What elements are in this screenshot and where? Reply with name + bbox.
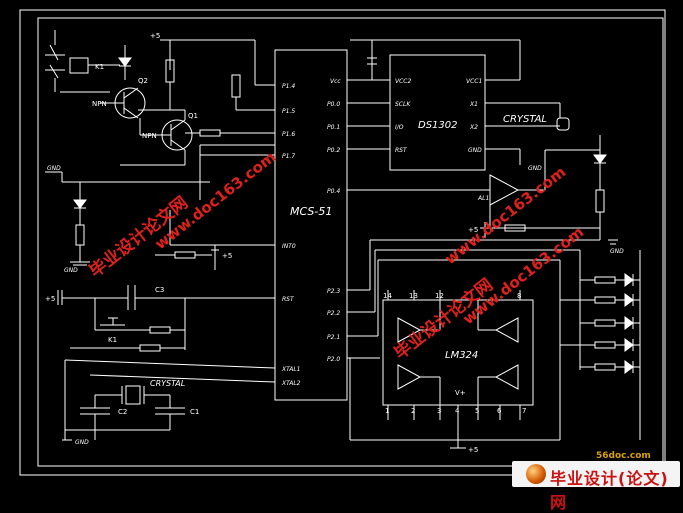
site-logo: 毕业设计(论文)网 56doc.com: [512, 451, 680, 512]
mcu-pin-p16: P1.6: [282, 131, 295, 138]
globe-icon: [526, 464, 546, 484]
rtc-pin-vcc1: VCC1: [466, 78, 482, 85]
rtc-pin-x1: X1: [469, 101, 478, 108]
mcu-pin-p23: P2.3: [327, 288, 340, 295]
mcu-pin-int0: INT0: [282, 243, 296, 250]
mcu-pin-p21: P2.1: [327, 334, 340, 341]
q2-label: Q2: [138, 77, 148, 85]
relay-label: K1: [95, 63, 104, 71]
opamp-vplus: V+: [455, 389, 466, 397]
mcu-pin-p14: P1.4: [282, 83, 295, 90]
q1-label: Q1: [188, 112, 198, 120]
opamp-pin-7: 7: [522, 407, 526, 415]
mcu-pin-rst: RST: [282, 296, 295, 303]
mcu-pin-p20: P2.0: [327, 356, 340, 363]
opamp-label: LM324: [445, 350, 478, 361]
rtc-label: DS1302: [418, 120, 458, 131]
opamp-pin-1: 1: [385, 407, 389, 415]
drawing-frame: [19, 9, 666, 476]
rtc-chip: [389, 54, 486, 171]
npn1-label: NPN: [92, 100, 107, 108]
opamp-pin-12: 12: [435, 292, 444, 300]
net-gnd-rtc: GND: [528, 165, 542, 172]
crystal-top-label: CRYSTAL: [503, 114, 547, 125]
rtc-pin-rst: RST: [395, 147, 408, 154]
mcu-pin-p17: P1.7: [282, 153, 295, 160]
logo-site: 56doc.com: [596, 451, 651, 461]
circuit-schematic: MCS-51 Vcc P1.4 P1.5 P1.6 P1.7 P0.0 P0.1…: [19, 9, 666, 476]
mcu-pin-p00: P0.0: [327, 101, 340, 108]
rtc-pin-sclk: SCLK: [395, 101, 411, 108]
rtc-pin-io: I/O: [395, 124, 404, 131]
net-gnd-mid: GND: [64, 267, 78, 274]
mcu-pin-p01: P0.1: [327, 124, 340, 131]
c2-label: C2: [118, 408, 127, 416]
mcu-pin-vcc: Vcc: [330, 78, 341, 85]
net-v5-comp: +5: [468, 226, 478, 234]
crystal-bottom: [125, 385, 141, 405]
logo-brand: 毕业设计(论文)网: [550, 469, 669, 512]
opamp-pin-8: 8: [517, 292, 521, 300]
opamp-pin-6: 6: [497, 407, 502, 415]
npn2-label: NPN: [142, 132, 157, 140]
opamp-pin-13: 13: [409, 292, 418, 300]
net-v5-int: +5: [222, 252, 232, 260]
mcu-pin-p02: P0.2: [327, 147, 340, 154]
net-v5-left: +5: [45, 295, 55, 303]
net-gnd-left: GND: [47, 165, 61, 172]
opamp-pin-14: 14: [383, 292, 392, 300]
rtc-pin-vcc2: VCC2: [395, 78, 411, 85]
c3-label: C3: [155, 286, 164, 294]
rtc-pin-x2: X2: [469, 124, 478, 131]
mcu-label: MCS-51: [290, 205, 332, 218]
switch-label: K1: [108, 336, 117, 344]
net-gnd-bottom: GND: [75, 439, 89, 446]
c1-label: C1: [190, 408, 199, 416]
mcu-pin-p15: P1.5: [282, 108, 295, 115]
mcu-pin-xtal1: XTAL1: [281, 366, 301, 373]
opamp-pin-3: 3: [437, 407, 441, 415]
comparator-label: AL1: [477, 195, 489, 202]
mcu-pin-xtal2: XTAL2: [281, 380, 301, 387]
crystal-bottom-label: CRYSTAL: [150, 379, 185, 388]
opamp-pin-4: 4: [455, 407, 460, 415]
opamp-pin-5: 5: [475, 407, 479, 415]
rtc-pin-gnd: GND: [468, 147, 482, 154]
net-v5-top: +5: [150, 32, 160, 40]
opamp-pin-2: 2: [411, 407, 415, 415]
net-gnd-right: GND: [610, 248, 624, 255]
mcu-pin-p04: P0.4: [327, 188, 340, 195]
net-v5-bottom: +5: [468, 446, 478, 454]
mcu-pin-p22: P2.2: [327, 310, 340, 317]
mcu-chip: [274, 49, 348, 401]
